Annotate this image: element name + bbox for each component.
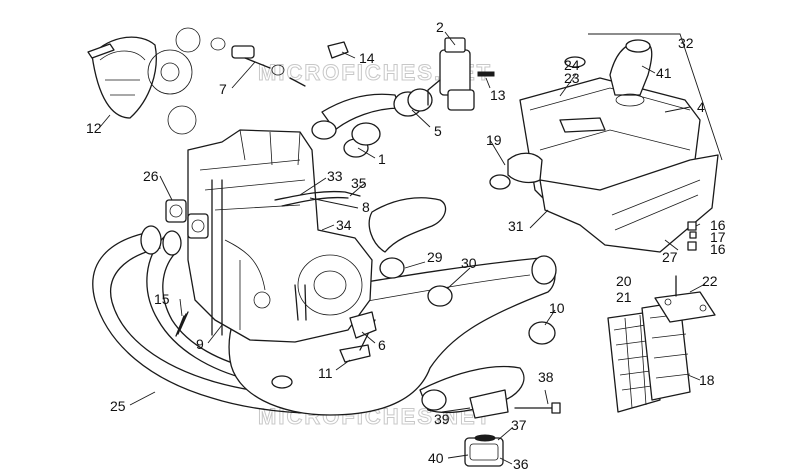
rubber-mount — [464, 434, 504, 467]
callout-33: 33 — [327, 168, 343, 184]
airbox-boot — [489, 152, 543, 190]
side-cover — [349, 311, 377, 339]
callout-9: 9 — [196, 336, 204, 352]
callout-37: 37 — [511, 417, 527, 433]
callout-36: 36 — [513, 456, 529, 472]
callout-39: 39 — [434, 411, 450, 427]
callout-35: 35 — [351, 175, 367, 191]
callout-1: 1 — [378, 151, 386, 167]
airbox-cover — [539, 154, 719, 253]
callout-18: 18 — [699, 372, 715, 388]
air-filter — [607, 301, 691, 413]
callout-12: 12 — [86, 120, 102, 136]
callout-20: 20 — [616, 273, 632, 289]
clamp-30 — [427, 285, 453, 307]
silencer-tip — [419, 365, 525, 419]
front-sprocket — [147, 27, 201, 135]
callout-14: 14 — [359, 50, 375, 66]
clamp-29 — [379, 257, 405, 279]
callout-6: 6 — [378, 337, 386, 353]
intake-manifold — [311, 88, 433, 158]
engine-block — [187, 129, 373, 343]
exhaust-spring — [175, 311, 189, 337]
callout-40: 40 — [428, 450, 444, 466]
callout-17: 17 — [710, 229, 726, 245]
callout-labels: 1 2 4 5 6 7 8 9 10 11 12 13 14 15 16 17 … — [86, 19, 726, 472]
callout-29: 29 — [427, 249, 443, 265]
breather-hose — [274, 190, 361, 201]
callout-16a: 16 — [710, 217, 726, 233]
callout-19: 19 — [486, 132, 502, 148]
callout-8: 8 — [362, 199, 370, 215]
callout-27: 27 — [662, 249, 678, 265]
carburettor — [427, 37, 475, 111]
callout-38: 38 — [538, 369, 554, 385]
bolt-38 — [514, 402, 561, 414]
clip-14 — [327, 41, 349, 59]
callout-5: 5 — [434, 123, 442, 139]
leader-lines — [99, 31, 706, 465]
callout-24: 24 — [564, 57, 580, 73]
callout-22: 23 — [564, 70, 580, 86]
callout-7: 7 — [219, 81, 227, 97]
callout-23: 21 — [616, 289, 632, 305]
callout-31: 31 — [508, 218, 524, 234]
callout-10: 10 — [549, 300, 565, 316]
thermostat-parts — [210, 37, 306, 87]
bracket-32-line — [588, 33, 723, 161]
exhaust-gaskets — [165, 199, 209, 239]
callout-26: 26 — [143, 168, 159, 184]
callout-34: 34 — [336, 217, 352, 233]
screws-16-17 — [687, 221, 697, 251]
callout-25: 25 — [110, 398, 126, 414]
callout-30: 30 — [461, 255, 477, 271]
callout-21: 22 — [702, 273, 718, 289]
exhaust-pipes — [92, 225, 341, 415]
callout-4: 4 — [697, 99, 705, 115]
callout-41: 41 — [656, 65, 672, 81]
callout-15: 15 — [154, 291, 170, 307]
callout-32: 32 — [678, 35, 694, 51]
cap-24 — [564, 56, 586, 68]
callout-11: 11 — [318, 365, 333, 381]
callout-13: 13 — [490, 87, 506, 103]
callout-2: 2 — [436, 19, 444, 35]
callout-16b: 16 — [710, 241, 726, 257]
filter-plate — [654, 291, 716, 323]
sprocket-cover — [87, 36, 157, 119]
carb-spring — [477, 71, 495, 77]
clamp-10 — [528, 321, 556, 345]
